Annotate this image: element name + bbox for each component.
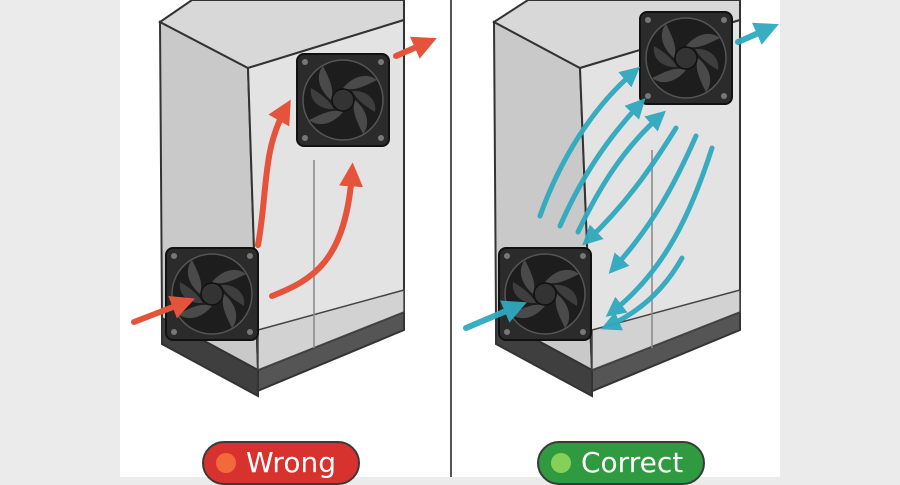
arrow-icon [608, 133, 699, 274]
arrow-icon [600, 255, 685, 331]
status-dot-icon [551, 453, 571, 473]
arrow-icon [393, 36, 437, 59]
correct-label-text: Correct [581, 446, 684, 479]
case-top [158, 0, 405, 70]
wrong-label-badge: Wrong [202, 441, 360, 485]
arrow-icon [269, 162, 364, 299]
correct-airflow-arrows [463, 22, 779, 331]
arrow-icon [605, 145, 715, 317]
arrow-icon [131, 295, 195, 325]
status-dot-icon [216, 453, 236, 473]
correct-label-badge: Correct [537, 441, 705, 485]
arrow-icon [575, 110, 666, 235]
case-fan-icon [165, 247, 259, 341]
case-floor [591, 289, 741, 372]
wrong-label-text: Wrong [246, 446, 336, 479]
wrong-airflow-arrows [131, 36, 437, 325]
arrow-icon [463, 300, 527, 331]
arrow-icon [582, 125, 679, 246]
case-floor [257, 289, 405, 372]
arrow-icon [735, 22, 779, 45]
arrow-icon [255, 99, 291, 248]
arrow-icon [537, 66, 641, 219]
case-fan-icon [639, 11, 733, 105]
case-fan-icon [498, 247, 592, 341]
arrow-icon [557, 98, 646, 229]
case-fan-icon [296, 53, 390, 147]
